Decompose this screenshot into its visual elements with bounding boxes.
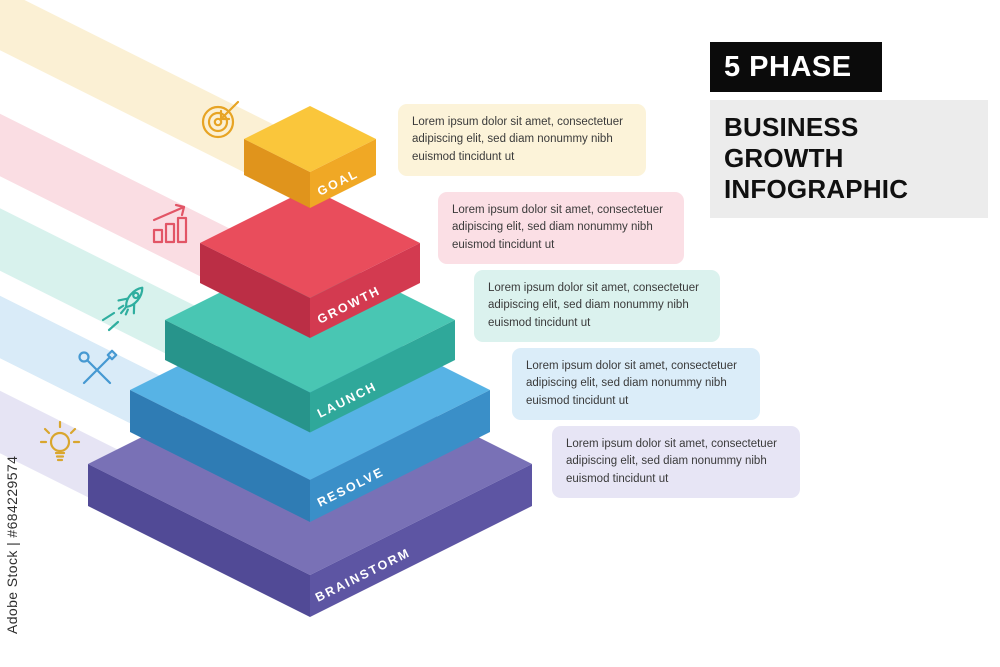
brainstorm-left-face bbox=[88, 464, 310, 617]
resolve-right-face bbox=[310, 390, 490, 522]
tools-icon bbox=[78, 349, 118, 385]
layer-goal: GOAL bbox=[244, 106, 376, 208]
launch-left-face bbox=[165, 320, 310, 433]
band-launch bbox=[0, 208, 218, 367]
bands bbox=[0, 0, 297, 511]
band-goal bbox=[0, 0, 297, 186]
pyramid: BRAINSTORM RESOLVE LAUNCH GROWTH bbox=[88, 106, 532, 617]
launch-right-face bbox=[310, 320, 455, 433]
phase-count-label: 5 PHASE bbox=[724, 50, 852, 83]
band-growth bbox=[0, 113, 253, 290]
watermark: Adobe Stock | #684229574 bbox=[4, 455, 20, 634]
brainstorm-right-face bbox=[310, 464, 532, 617]
target-icon bbox=[201, 100, 240, 139]
infographic-title: BUSINESS GROWTH INFOGRAPHIC bbox=[724, 112, 909, 205]
title-box: BUSINESS GROWTH INFOGRAPHIC bbox=[710, 100, 988, 218]
growth-left-face bbox=[200, 243, 310, 338]
callout-brainstorm-text: Lorem ipsum dolor sit amet, consectetuer… bbox=[566, 438, 777, 485]
goal-right-face bbox=[310, 139, 376, 208]
callout-launch: Lorem ipsum dolor sit amet, consectetuer… bbox=[474, 270, 720, 342]
callout-brainstorm: Lorem ipsum dolor sit amet, consectetuer… bbox=[552, 426, 800, 498]
callout-growth: Lorem ipsum dolor sit amet, consectetuer… bbox=[438, 192, 684, 264]
callout-goal: Lorem ipsum dolor sit amet, consectetuer… bbox=[398, 104, 646, 176]
lightbulb-icon bbox=[39, 420, 81, 462]
rocket-icon bbox=[101, 286, 144, 332]
phase-count-box: 5 PHASE bbox=[710, 42, 882, 92]
goal-left-face bbox=[244, 139, 310, 208]
callout-goal-text: Lorem ipsum dolor sit amet, consectetuer… bbox=[412, 116, 623, 163]
resolve-left-face bbox=[130, 390, 310, 522]
growth-chart-icon bbox=[152, 203, 188, 244]
callout-resolve: Lorem ipsum dolor sit amet, consectetuer… bbox=[512, 348, 760, 420]
growth-right-face bbox=[310, 243, 420, 338]
layer-growth: GROWTH bbox=[200, 188, 420, 338]
band-icons bbox=[39, 100, 240, 462]
callout-launch-text: Lorem ipsum dolor sit amet, consectetuer… bbox=[488, 282, 699, 329]
callout-growth-text: Lorem ipsum dolor sit amet, consectetuer… bbox=[452, 204, 663, 251]
callout-resolve-text: Lorem ipsum dolor sit amet, consectetuer… bbox=[526, 360, 737, 407]
